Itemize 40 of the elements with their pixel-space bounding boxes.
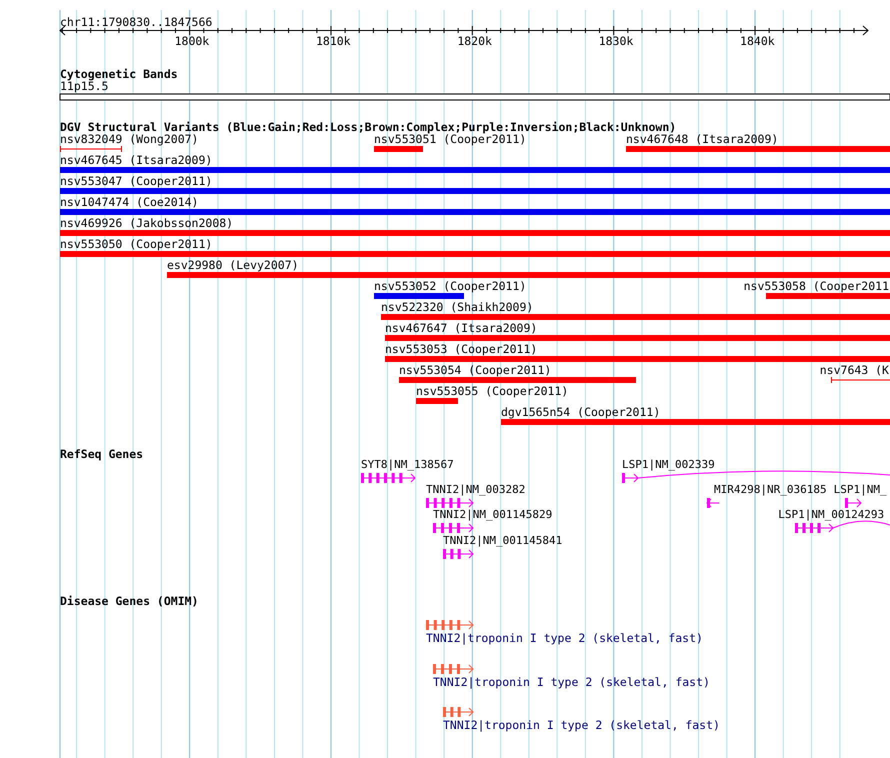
variant-label: nsv553051 (Cooper2011)	[374, 133, 526, 145]
track-header: RefSeq Genes	[60, 448, 144, 460]
axis-tick-label: 1810k	[316, 35, 351, 47]
variant-label: nsv467645 (Itsara2009)	[60, 154, 212, 166]
variant-label: nsv553055 (Cooper2011)	[416, 385, 568, 397]
variant-label: nsv832049 (Wong2007)	[60, 133, 198, 145]
disease-gene-label: TNNI2|troponin I type 2 (skeletal, fast)	[433, 676, 710, 688]
variant-label: nsv467648 (Itsara2009)	[626, 133, 778, 145]
track-header: DGV Structural Variants (Blue:Gain;Red:Loss;Brown:Complex;Purple:Inversion;Black:Unknown)	[60, 121, 676, 133]
variant-label: nsv553053 (Cooper2011)	[385, 343, 538, 355]
variant-label: nsv7643 (K	[820, 364, 889, 376]
track-header: Cytogenetic Bands	[60, 68, 178, 80]
band-label: 11p15.5	[60, 80, 108, 92]
variant-label: nsv553054 (Cooper2011)	[399, 364, 552, 376]
gene-label: TNNI2|NM_003282	[426, 484, 526, 496]
variant-label: nsv469926 (Jakobsson2008)	[60, 217, 234, 229]
variant-label: nsv553058 (Cooper2011	[744, 280, 889, 292]
variant-label: nsv522320 (Shaikh2009)	[381, 301, 534, 313]
variant-label: dgv1565n54 (Cooper2011)	[501, 406, 660, 418]
variant-label: esv29980 (Levy2007)	[167, 259, 299, 271]
variant-label: nsv1047474 (Coe2014)	[60, 196, 198, 208]
gene-label: TNNI2|NM_001145841	[443, 535, 562, 547]
axis-tick-label: 1800k	[174, 35, 210, 47]
gene-label: TNNI2|NM_001145829	[433, 509, 552, 521]
variant-label: nsv553052 (Cooper2011)	[374, 280, 526, 292]
axis-tick-label: 1830k	[598, 35, 634, 47]
gene-label: LSP1|NM_	[834, 484, 887, 496]
disease-gene-label: TNNI2|troponin I type 2 (skeletal, fast)	[443, 719, 720, 731]
gene-label: SYT8|NM_138567	[361, 459, 454, 471]
variant-label: nsv467647 (Itsara2009)	[385, 322, 538, 334]
axis-tick-label: 1820k	[457, 35, 492, 47]
variant-label: nsv553047 (Cooper2011)	[60, 175, 212, 187]
axis-tick-label: 1840k	[740, 35, 775, 47]
coordinate-title: chr11:1790830..1847566	[60, 16, 212, 28]
variant-label: nsv553050 (Cooper2011)	[60, 238, 212, 250]
gene-label: LSP1|NM_00124293	[778, 509, 884, 521]
gene-label: MIR4298|NR_036185	[714, 484, 827, 496]
track-header: Disease Genes (OMIM)	[60, 595, 198, 607]
gene-label: LSP1|NM_002339	[622, 459, 715, 471]
disease-gene-label: TNNI2|troponin I type 2 (skeletal, fast)	[426, 632, 703, 644]
